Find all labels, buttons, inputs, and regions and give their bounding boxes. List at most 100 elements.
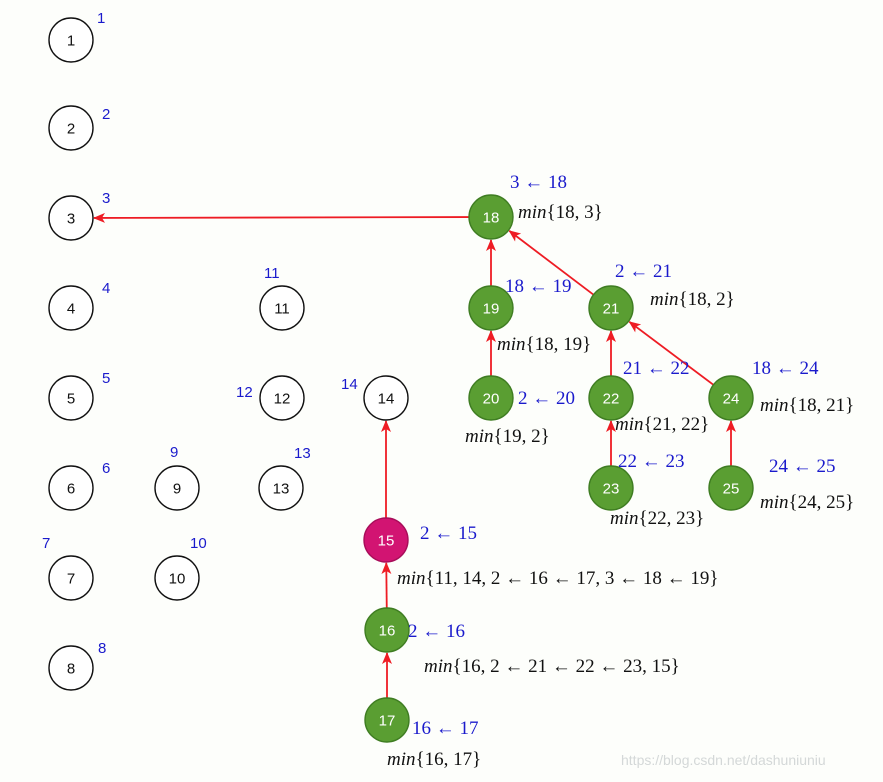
node-label: 16 xyxy=(379,623,396,640)
assignment-label: 18 ← 19 xyxy=(505,276,572,297)
min-args: {19, 2} xyxy=(494,426,550,447)
node-16: 16 xyxy=(364,607,410,653)
min-function: min xyxy=(424,656,453,677)
min-function: min xyxy=(497,334,526,355)
min-function: min xyxy=(465,426,494,447)
node-circle xyxy=(259,285,305,331)
assignment-label: 24 ← 25 xyxy=(769,456,836,477)
min-args: {22, 23} xyxy=(639,508,705,529)
node-21: 21 xyxy=(588,285,634,331)
min-expression: min{22, 23} xyxy=(610,508,704,529)
node-circle xyxy=(48,105,94,151)
node-label: 21 xyxy=(603,301,620,318)
node-label: 14 xyxy=(378,391,395,408)
min-function: min xyxy=(387,749,416,770)
node-24: 24 xyxy=(708,375,754,421)
min-function: min xyxy=(760,395,789,416)
node-label: 13 xyxy=(273,481,290,498)
min-args: {18, 3} xyxy=(547,202,603,223)
node-tag-8: 8 xyxy=(98,640,106,657)
min-args: {24, 25} xyxy=(789,492,855,513)
node-11: 11 xyxy=(259,285,305,331)
node-label: 3 xyxy=(67,211,75,228)
node-label: 12 xyxy=(274,391,291,408)
node-tag-4: 4 xyxy=(102,280,110,297)
node-label: 17 xyxy=(379,713,396,730)
node-label: 10 xyxy=(169,571,186,588)
min-args: {18, 2} xyxy=(679,289,735,310)
node-12: 12 xyxy=(259,375,305,421)
node-circle xyxy=(48,465,94,511)
node-label: 22 xyxy=(603,391,620,408)
min-function: min xyxy=(615,414,644,435)
node-label: 19 xyxy=(483,301,500,318)
node-tag-12: 12 xyxy=(236,384,253,401)
node-circle xyxy=(48,195,94,241)
watermark: https://blog.csdn.net/dashuniuniu xyxy=(621,752,826,768)
node-4: 4 xyxy=(48,285,94,331)
node-circle xyxy=(468,194,514,240)
node-circle xyxy=(468,375,514,421)
node-tag-11: 11 xyxy=(264,265,280,282)
node-circle xyxy=(708,375,754,421)
node-19: 19 xyxy=(468,285,514,331)
node-label: 7 xyxy=(67,571,75,588)
assignment-label: 18 ← 24 xyxy=(752,358,819,379)
min-expression: min{18, 3} xyxy=(518,202,603,223)
node-23: 23 xyxy=(588,465,634,511)
node-label: 15 xyxy=(378,533,395,550)
node-13: 13 xyxy=(258,465,304,511)
assignment-label: 2 ← 15 xyxy=(420,523,477,544)
min-expression: min{24, 25} xyxy=(760,492,854,513)
node-22: 22 xyxy=(588,375,634,421)
assignment-label: 3 ← 18 xyxy=(510,172,567,193)
nodes-layer: 1234567891011121314151617181920212223242… xyxy=(48,17,754,743)
min-expression: min{11, 14, 2 ← 16 ← 17, 3 ← 18 ← 19} xyxy=(397,568,719,589)
min-expressions-layer: min{18, 3}min{18, 2}min{18, 19}min{19, 2… xyxy=(387,202,854,770)
node-label: 4 xyxy=(67,301,75,318)
node-circle xyxy=(363,517,409,563)
node-10: 10 xyxy=(154,555,200,601)
node-tag-10: 10 xyxy=(190,535,207,552)
node-5: 5 xyxy=(48,375,94,421)
node-tag-6: 6 xyxy=(102,460,110,477)
min-args: {18, 19} xyxy=(526,334,592,355)
node-7: 7 xyxy=(48,555,94,601)
node-1: 1 xyxy=(48,17,94,63)
assignment-label: 2 ← 20 xyxy=(518,388,575,409)
node-circle xyxy=(708,465,754,511)
node-circle xyxy=(48,17,94,63)
node-circle xyxy=(468,285,514,331)
node-8: 8 xyxy=(48,645,94,691)
min-args: {21, 22} xyxy=(644,414,710,435)
node-circle xyxy=(154,465,200,511)
node-label: 9 xyxy=(173,481,181,498)
node-tag-2: 2 xyxy=(102,106,110,123)
node-14: 14 xyxy=(363,375,409,421)
min-expression: min{18, 21} xyxy=(760,395,854,416)
node-circle xyxy=(258,465,304,511)
node-25: 25 xyxy=(708,465,754,511)
node-3: 3 xyxy=(48,195,94,241)
min-expression: min{16, 2 ← 21 ← 22 ← 23, 15} xyxy=(424,656,680,677)
node-tag-5: 5 xyxy=(102,370,110,387)
node-tag-9: 9 xyxy=(170,444,178,461)
node-tag-1: 1 xyxy=(97,10,105,27)
min-expression: min{18, 2} xyxy=(650,289,735,310)
min-args: {16, 17} xyxy=(416,749,482,770)
min-expression: min{16, 17} xyxy=(387,749,481,770)
node-15: 15 xyxy=(363,517,409,563)
node-2: 2 xyxy=(48,105,94,151)
node-circle xyxy=(259,375,305,421)
edges-layer xyxy=(92,212,736,698)
node-label: 5 xyxy=(67,391,75,408)
min-function: min xyxy=(760,492,789,513)
node-circle xyxy=(48,645,94,691)
assignment-label: 21 ← 22 xyxy=(623,358,690,379)
assignment-label: 2 ← 21 xyxy=(615,261,672,282)
node-label: 6 xyxy=(67,481,75,498)
